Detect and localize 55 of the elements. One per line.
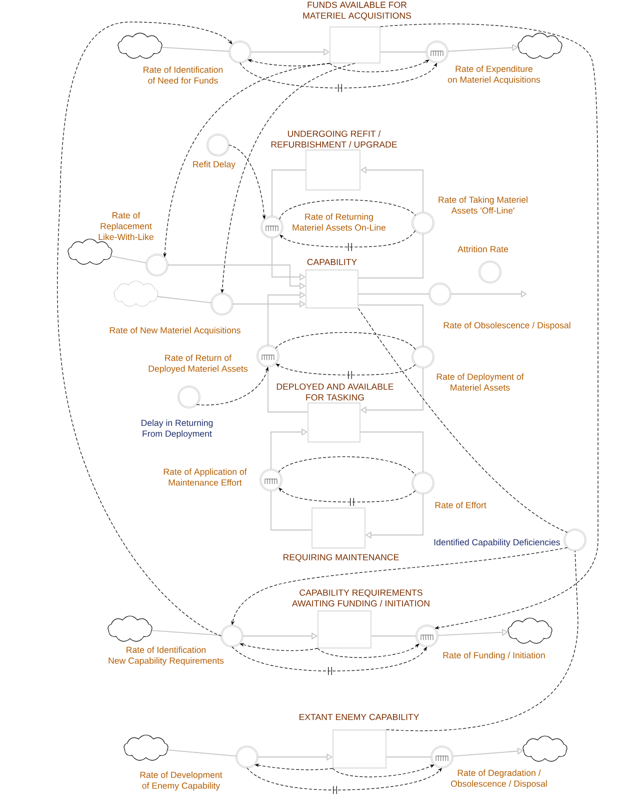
flow-pipe [161, 46, 230, 52]
rate-label: Rate of Returning Materiel Assets On-Line [292, 213, 386, 231]
connector-line [279, 200, 416, 220]
stock-title: REQUIRING MAINTENANCE [284, 554, 399, 562]
stock-title: CAPABILITY [307, 258, 357, 266]
connector-arrow [380, 24, 598, 630]
rate-label: Rate of Development of Enemy Capability [140, 772, 222, 790]
flow-pipe [358, 233, 424, 278]
cloud-symbol [508, 618, 552, 644]
rate-label: Rate of Application of Maintenance Effort [164, 468, 247, 486]
stock-title: EXTANT ENEMY CAPABILITY [300, 714, 420, 720]
connector-line [358, 308, 568, 533]
cloud-symbol [518, 32, 562, 59]
cloud-symbol [68, 238, 112, 265]
flow-pipe [157, 296, 212, 304]
connector-arrow [57, 22, 232, 636]
stock-title: UNDERGOING REFIT / REFURBISHMENT / UPGRADE [271, 130, 397, 148]
variable-label: Attrition Rate [458, 246, 508, 252]
stock-title: CAPABILITY REQUIREMENTS AWAITING FUNDING / INITIATION [292, 589, 430, 606]
variable-label: Refit Delay [193, 160, 236, 170]
flow-pipe [151, 630, 222, 636]
flow-pipe [268, 366, 308, 412]
flow-pipe [167, 749, 237, 756]
cloud-symbol [114, 280, 158, 307]
cloud-symbol [124, 734, 168, 761]
cloud-symbol [522, 736, 568, 762]
connector-line [386, 550, 578, 732]
flow-pipe [110, 256, 147, 264]
rate-label: Rate of Identification of Need for Funds [144, 66, 223, 84]
flow-pipe [358, 304, 424, 347]
cloud-symbol [108, 616, 152, 642]
rate-label: Rate of Taking Materiel Assets 'Off-Line' [438, 196, 528, 214]
stock-title: DEPLOYED AND AVAILABLE FOR TASKING [276, 384, 394, 401]
rate-label: Rate of Return of Deployed Materiel Assets [148, 354, 248, 374]
rate-label: Rate of Degradation / Obsolescence / Disposal [451, 770, 547, 788]
connector-line [278, 456, 416, 476]
rate-label: Rate of Funding / Initiation [443, 652, 545, 660]
variable-label: Delay in Returning From Deployment [142, 420, 213, 438]
connector-line [275, 332, 416, 350]
flow-pipe [452, 748, 524, 757]
rate-label: Rate of Deployment of Materiel Assets [436, 373, 524, 391]
cloud-symbol [118, 32, 162, 59]
rate-label: Rate of Replacement Like-With-Like [98, 212, 154, 240]
flow-pipe [272, 170, 306, 217]
rate-label: Rate of Expenditure on Materiel Acquisitions [448, 66, 540, 84]
rate-label: Rate of New Materiel Acquisitions [110, 326, 240, 336]
flow-pipe [360, 432, 424, 473]
connector-arrow [317, 644, 420, 658]
stock-title: FUNDS AVAILABLE FOR MATERIEL ACQUISITIONS [303, 2, 412, 20]
flow-pipe [270, 490, 312, 530]
rate-label: Rate of Effort [435, 502, 486, 508]
flow-pipe [386, 756, 432, 758]
rate-label: Rate of Identification New Capability Requirements [108, 646, 224, 666]
rate-label: Rate of Obsolescence / Disposal [444, 322, 570, 330]
variable-label: Identified Capability Deficiencies [434, 538, 560, 548]
